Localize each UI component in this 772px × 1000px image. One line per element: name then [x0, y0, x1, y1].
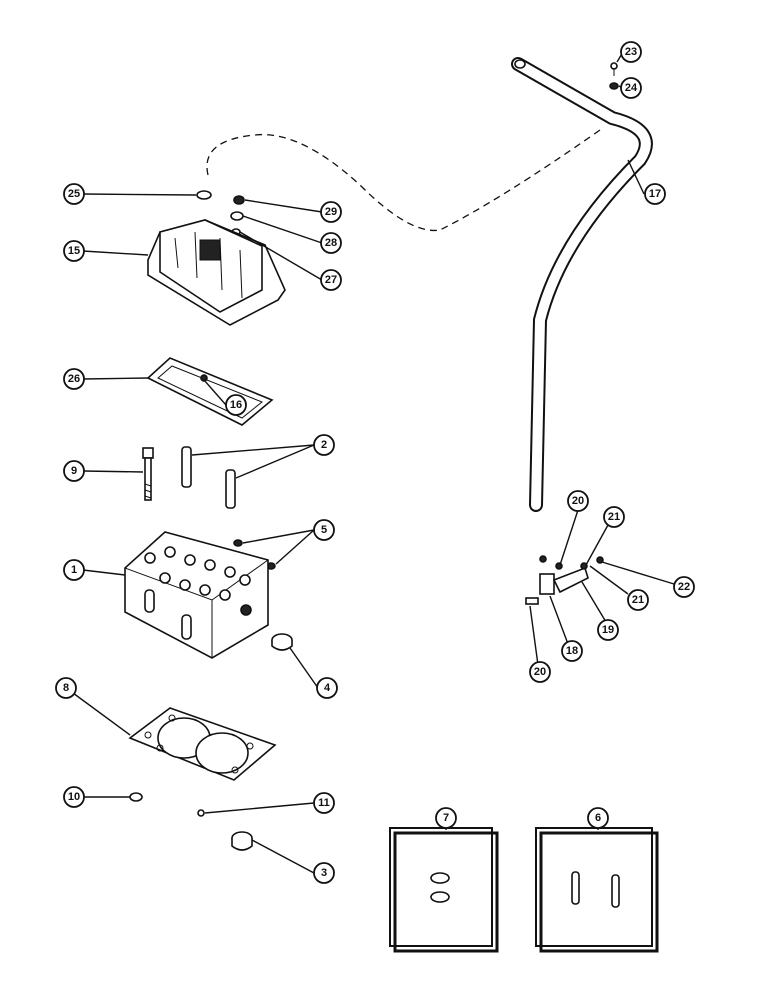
callout-15: 15 [63, 240, 85, 262]
callout-29-label: 29 [325, 206, 337, 218]
washer-28 [230, 211, 244, 221]
valve-cover [147, 219, 286, 326]
callout-16-label: 16 [230, 399, 242, 411]
stud-5a [233, 539, 243, 547]
callout-25: 25 [63, 183, 85, 205]
callout-19: 19 [597, 619, 619, 641]
callout-6-label: 6 [595, 812, 601, 824]
callout-9: 9 [63, 460, 85, 482]
bolt-9 [142, 447, 154, 501]
callout-22: 22 [673, 576, 695, 598]
callout-25-label: 25 [68, 188, 80, 200]
callout-21a: 21 [603, 506, 625, 528]
callout-4-label: 4 [324, 682, 331, 694]
callout-8-label: 8 [63, 682, 69, 694]
callout-19-label: 19 [602, 624, 614, 636]
ring-3 [231, 831, 253, 851]
washer-25 [196, 190, 212, 200]
callout-7-label: 7 [443, 812, 449, 824]
callout-21a-label: 21 [608, 511, 620, 523]
callout-8: 8 [55, 677, 77, 699]
callouts: 23 24 17 25 29 28 27 15 26 16 9 2 5 1 4 … [55, 41, 695, 884]
callout-18-label: 18 [566, 645, 578, 657]
callout-11-label: 11 [318, 797, 330, 809]
callout-24: 24 [620, 77, 642, 99]
callout-2: 2 [313, 434, 335, 456]
callout-29: 29 [320, 201, 342, 223]
plug-4 [271, 633, 293, 651]
callout-21b-label: 21 [632, 594, 644, 606]
callout-10-label: 10 [68, 791, 80, 803]
kit-6-box [535, 827, 659, 953]
callout-2-label: 2 [321, 439, 327, 451]
o-ring-11 [197, 809, 205, 817]
callout-10: 10 [63, 786, 85, 808]
kit-7-box [389, 827, 499, 953]
callout-18: 18 [561, 640, 583, 662]
callout-28: 28 [320, 232, 342, 254]
callout-5: 5 [313, 519, 335, 541]
nut-29 [233, 195, 245, 205]
callout-27: 27 [320, 269, 342, 291]
callout-1: 1 [63, 559, 85, 581]
breather-line-dashed [206, 129, 601, 232]
callout-6: 6 [587, 807, 609, 829]
washer-24 [609, 82, 619, 90]
leader-lines [72, 51, 675, 874]
dipstick-tube [511, 57, 653, 512]
callout-20a: 20 [567, 490, 589, 512]
head-gasket [128, 707, 277, 781]
callout-16: 16 [225, 394, 247, 416]
callout-20a-label: 20 [572, 495, 584, 507]
callout-7: 7 [435, 807, 457, 829]
callout-23: 23 [620, 41, 642, 63]
callout-23-label: 23 [625, 46, 637, 58]
cylinder-head [124, 531, 269, 659]
valve-cover-gasket [146, 357, 274, 426]
callout-17-label: 17 [649, 188, 661, 200]
callout-3: 3 [313, 862, 335, 884]
callout-26-label: 26 [68, 373, 80, 385]
callout-28-label: 28 [325, 237, 337, 249]
callout-11: 11 [313, 792, 335, 814]
callout-15-label: 15 [68, 245, 80, 257]
callout-4: 4 [316, 677, 338, 699]
callout-20b-label: 20 [534, 666, 546, 678]
callout-22-label: 22 [678, 581, 690, 593]
callout-20b: 20 [529, 661, 551, 683]
washer-10 [129, 792, 143, 802]
callout-1-label: 1 [71, 564, 77, 576]
callout-26: 26 [63, 368, 85, 390]
callout-3-label: 3 [321, 867, 327, 879]
callout-24-label: 24 [625, 82, 638, 94]
callout-5-label: 5 [321, 524, 327, 536]
callout-21b: 21 [627, 589, 649, 611]
studs-2 [181, 446, 236, 509]
callout-17: 17 [644, 183, 666, 205]
callout-9-label: 9 [71, 465, 77, 477]
callout-27-label: 27 [325, 274, 337, 286]
